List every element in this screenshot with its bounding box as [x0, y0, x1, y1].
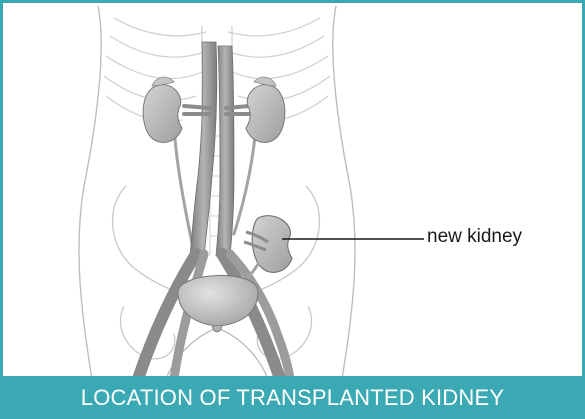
caption-text: LOCATION OF TRANSPLANTED KIDNEY: [81, 385, 504, 411]
bladder-icon: [178, 275, 258, 332]
anatomy-illustration: [6, 6, 585, 379]
pelvis-icon: [113, 186, 320, 359]
caption-banner: LOCATION OF TRANSPLANTED KIDNEY: [0, 376, 585, 419]
callout-label: new kidney: [427, 226, 522, 248]
